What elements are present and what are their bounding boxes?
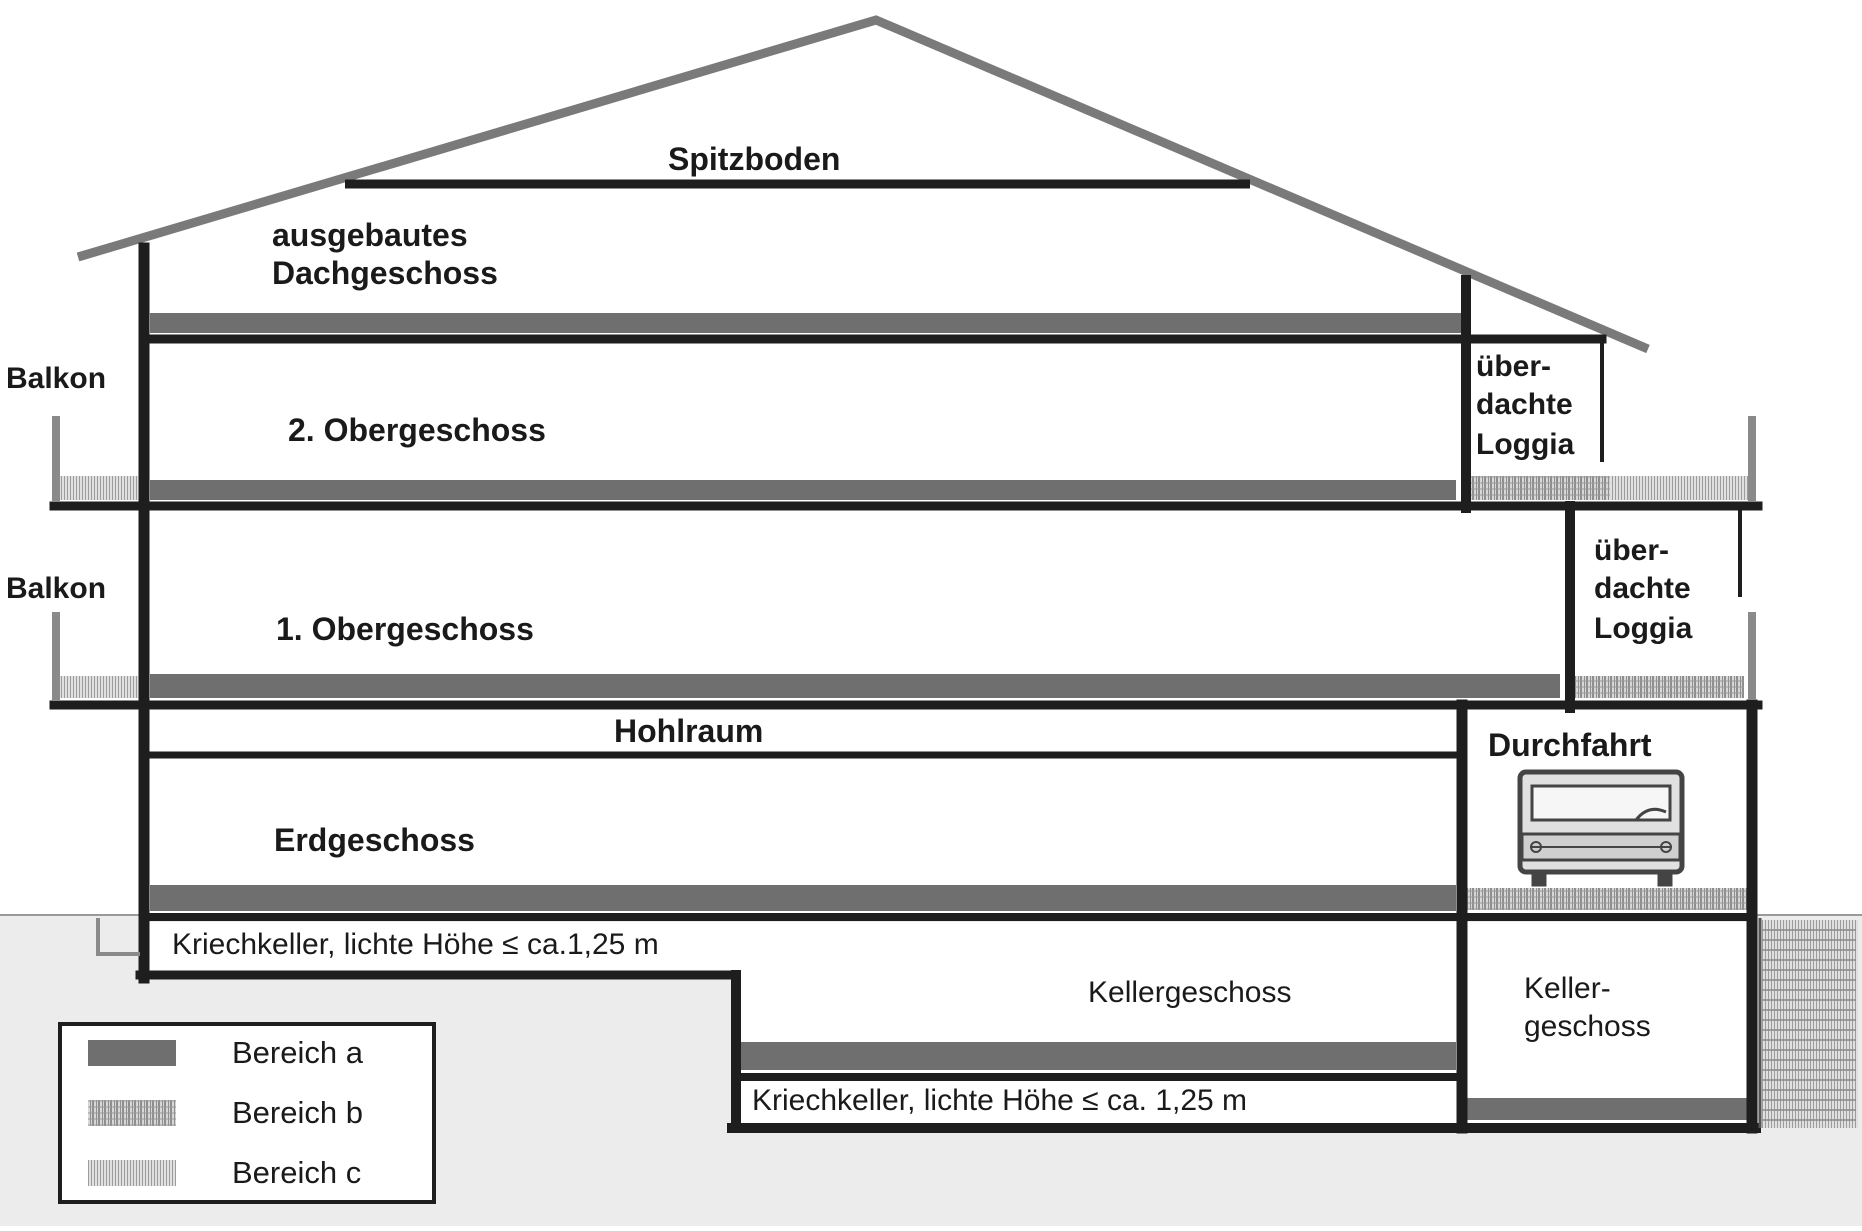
slab-dg: [150, 313, 1462, 333]
label-og1: 1. Obergeschoss: [276, 611, 534, 647]
loggia-lower-floor-b: [1566, 676, 1744, 698]
label-dachgeschoss-line1: ausgebautes: [272, 217, 468, 253]
legend-label-a: Bereich a: [232, 1035, 364, 1070]
balkon-upper-c: [58, 476, 140, 500]
label-loggia-upper-1: über-: [1476, 350, 1551, 383]
label-kriechkeller-bottom: Kriechkeller, lichte Höhe ≤ ca. 1,25 m: [752, 1084, 1247, 1117]
legend-swatch-b: [88, 1100, 176, 1126]
basement-step: [96, 918, 140, 956]
legend-label-c: Bereich c: [232, 1155, 361, 1190]
label-kellergeschoss: Kellergeschoss: [1088, 976, 1291, 1009]
label-loggia-upper-3: Loggia: [1476, 428, 1575, 461]
legend-label-b: Bereich b: [232, 1095, 363, 1130]
label-loggia-lower-1: über-: [1594, 534, 1669, 567]
label-kriechkeller-top: Kriechkeller, lichte Höhe ≤ ca.1,25 m: [172, 928, 659, 961]
label-loggia-upper-2: dachte: [1476, 388, 1573, 421]
right-basement-interior: [1466, 922, 1748, 1128]
label-keller-right-line1: Keller-: [1524, 972, 1611, 1005]
legend: Bereich a Bereich b Bereich c: [58, 1022, 436, 1204]
walls: [49, 242, 1763, 1134]
slab-og1: [150, 674, 1560, 698]
roof: [76, 15, 1650, 354]
railings: [52, 416, 1756, 700]
balkon-lower-c: [58, 676, 140, 698]
label-dachgeschoss-line2: Dachgeschoss: [272, 255, 498, 291]
label-erdgeschoss: Erdgeschoss: [274, 822, 475, 858]
label-spitzboden: Spitzboden: [668, 141, 840, 177]
label-og2: 2. Obergeschoss: [288, 412, 546, 448]
loggia-upper-floor-b: [1466, 476, 1610, 500]
outside-stairs: [1762, 929, 1856, 1121]
slab-eg: [150, 885, 1456, 911]
slab-keller: [740, 1042, 1456, 1070]
outside-stairs-c: [1762, 920, 1858, 1128]
legend-swatch-a: [88, 1040, 176, 1066]
durchfahrt-floor-b: [1466, 888, 1748, 910]
label-durchfahrt: Durchfahrt: [1488, 727, 1652, 763]
label-hohlraum: Hohlraum: [614, 713, 763, 749]
slab-og2: [150, 480, 1456, 500]
label-balkon-upper: Balkon: [6, 362, 106, 395]
label-keller-right-line2: geschoss: [1524, 1010, 1651, 1043]
label-loggia-lower-2: dachte: [1594, 572, 1691, 605]
slab-keller-right: [1466, 1098, 1748, 1120]
loggia-upper-balkon-c: [1610, 476, 1748, 500]
label-loggia-lower-3: Loggia: [1594, 612, 1693, 645]
legend-swatch-c: [88, 1160, 176, 1186]
car-icon: [1517, 769, 1685, 887]
label-balkon-lower: Balkon: [6, 572, 106, 605]
